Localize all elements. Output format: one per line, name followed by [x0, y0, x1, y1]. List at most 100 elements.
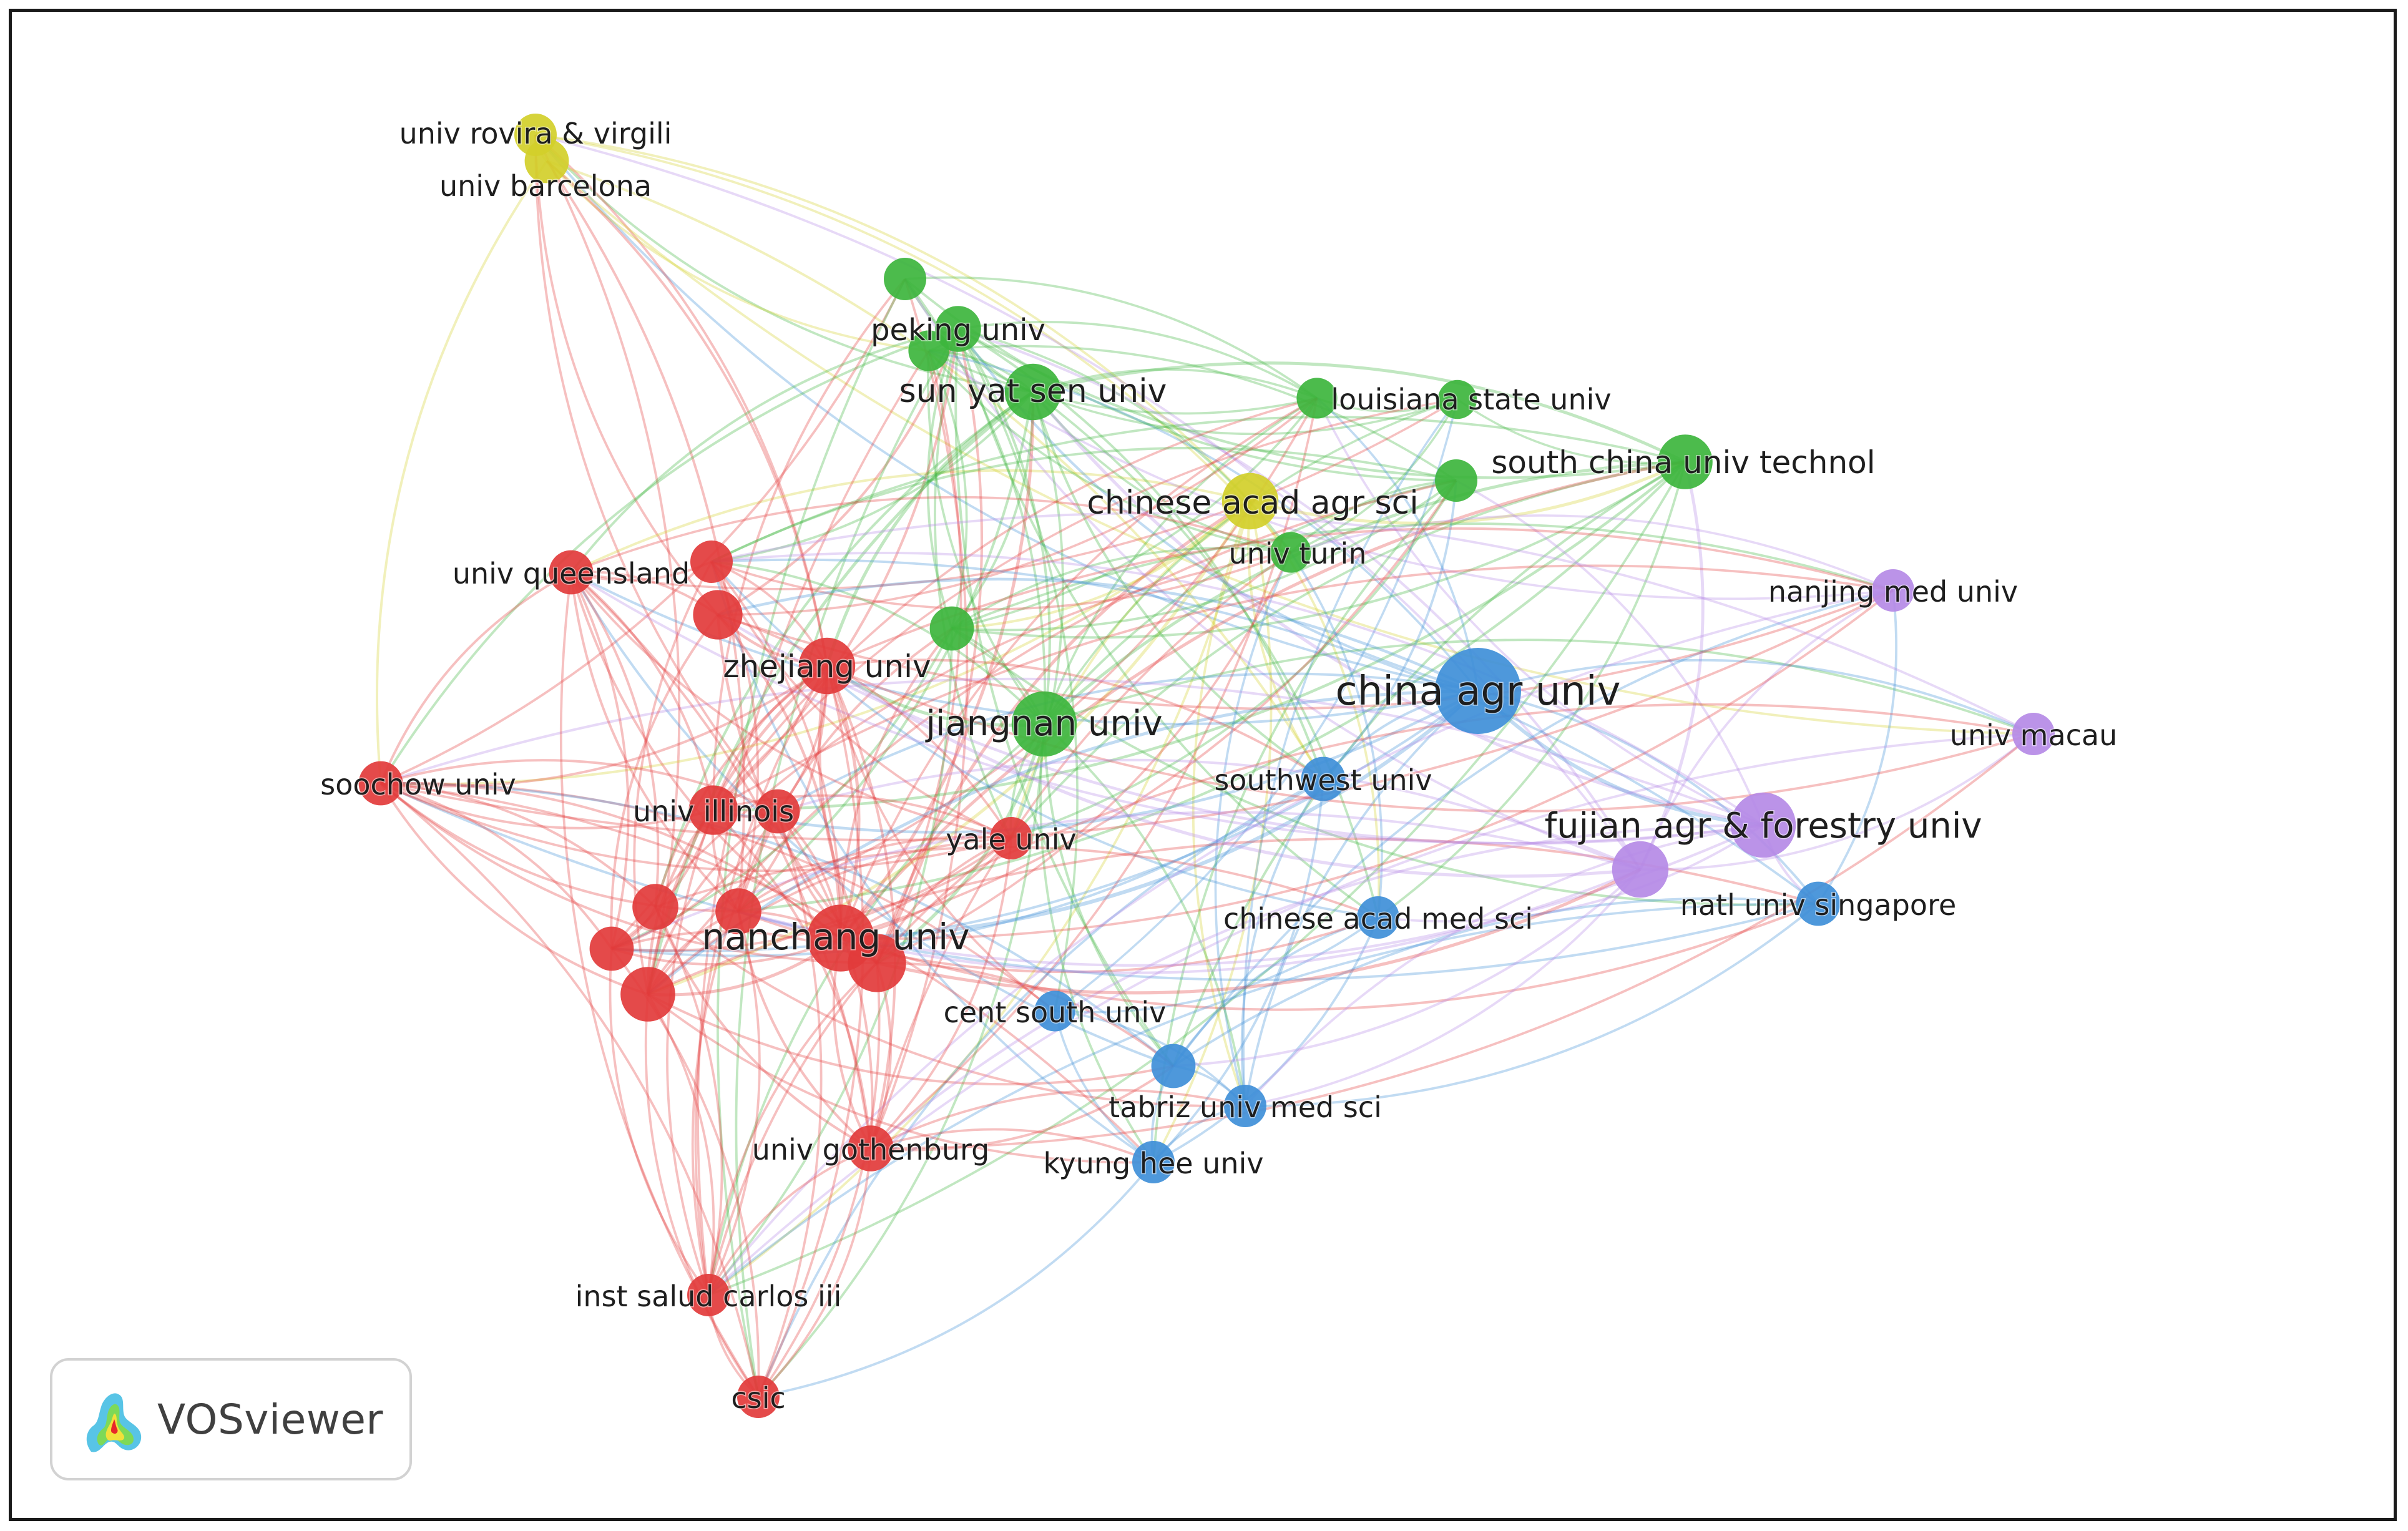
network-link	[758, 1161, 1155, 1398]
network-link	[1043, 723, 1246, 1107]
node-r-q3[interactable]	[693, 590, 743, 640]
network-link	[546, 160, 929, 352]
figure-frame	[9, 9, 2397, 1521]
vosviewer-badge[interactable]: VOSviewer	[50, 1358, 412, 1480]
node-cent-south-univ[interactable]	[1034, 991, 1075, 1032]
network-link	[1247, 501, 1324, 780]
node-natl-univ-singapore[interactable]	[1796, 881, 1841, 926]
network-link	[534, 134, 1034, 393]
network-link	[1010, 500, 1251, 839]
node-g-top[interactable]	[884, 258, 926, 300]
network-link	[711, 391, 1034, 563]
node-china-agr-univ[interactable]	[1435, 648, 1521, 734]
network-link	[647, 837, 1012, 995]
network-link	[1173, 868, 1642, 1067]
network-link	[609, 948, 710, 1296]
network-link	[610, 551, 1291, 950]
node-r-n5[interactable]	[848, 934, 906, 992]
node-univ-barcelona[interactable]	[524, 139, 569, 183]
network-link	[710, 560, 842, 939]
node-r-n1[interactable]	[632, 884, 678, 930]
node-louisiana-state-univ[interactable]	[1296, 378, 1338, 419]
node-peking-univ[interactable]	[935, 306, 981, 352]
label-nanjing-med-univ: nanjing med univ	[1768, 575, 2018, 609]
network-link	[376, 160, 548, 784]
network-link	[380, 500, 1251, 786]
network-link	[737, 391, 1035, 912]
node-g-south2[interactable]	[1435, 459, 1477, 502]
network-link	[379, 782, 878, 964]
network-link	[1456, 479, 1764, 826]
network-link	[717, 614, 1764, 845]
network-link	[570, 571, 715, 811]
node-chinese-acad-agr-sci[interactable]	[1221, 472, 1279, 530]
node-r-n4[interactable]	[620, 967, 675, 1022]
node-inst-salud-carlos-iii[interactable]	[687, 1274, 730, 1316]
network-link	[666, 810, 715, 1296]
network-link	[904, 276, 1318, 399]
node-univ-illinois[interactable]	[688, 785, 738, 835]
node-r-n2[interactable]	[715, 888, 761, 934]
node-sun-yat-sen-univ[interactable]	[1004, 363, 1062, 421]
network-link	[711, 446, 1457, 563]
node-g-peking2[interactable]	[908, 330, 949, 371]
network-link	[826, 665, 1056, 1012]
node-univ-macau[interactable]	[2012, 713, 2055, 755]
network-link	[713, 794, 1012, 839]
node-jiangnan-univ[interactable]	[1011, 691, 1077, 757]
network-link	[546, 160, 746, 912]
node-fujian-agr-forestry-univ[interactable]	[1730, 792, 1796, 858]
network-link	[380, 665, 828, 788]
network-link	[1010, 391, 1064, 839]
network-link	[957, 328, 1686, 479]
network-link	[1245, 868, 1642, 1107]
network-link	[380, 782, 1175, 1067]
network-link	[826, 658, 1324, 780]
network-link	[713, 461, 1686, 812]
network-link	[708, 461, 1686, 1296]
node-g-louisiana2[interactable]	[1437, 379, 1477, 419]
node-southwest-univ[interactable]	[1301, 756, 1346, 801]
network-link	[1010, 461, 1686, 839]
node-soochow-univ[interactable]	[358, 761, 403, 806]
node-r-n3[interactable]	[589, 926, 634, 971]
network-link	[380, 782, 1155, 1163]
network-link	[825, 665, 861, 939]
label-china-agr-univ: china agr univ	[1336, 668, 1621, 715]
node-b-tabriz2[interactable]	[1151, 1044, 1196, 1088]
node-chinese-acad-med-sci[interactable]	[1357, 896, 1399, 939]
network-link	[570, 398, 1458, 590]
network-link	[1214, 552, 1292, 1107]
network-link	[707, 837, 1012, 1296]
network-link	[1011, 480, 1457, 839]
node-p-fujian2[interactable]	[1612, 841, 1669, 898]
node-csic[interactable]	[737, 1376, 780, 1418]
node-yale-univ[interactable]	[990, 817, 1032, 859]
network-link	[647, 500, 1252, 996]
node-nanjing-med-univ[interactable]	[1872, 569, 1914, 612]
network-link	[839, 627, 953, 939]
node-zhejiang-univ[interactable]	[798, 637, 856, 695]
node-univ-gothenburg[interactable]	[848, 1125, 894, 1171]
network-link	[1476, 689, 1764, 827]
network-link	[839, 397, 1318, 939]
network-link	[869, 398, 1318, 1150]
label-univ-illinois: univ illinois	[633, 795, 794, 828]
network-link	[534, 134, 779, 813]
node-g-mid[interactable]	[929, 606, 974, 651]
node-kyung-hee-univ[interactable]	[1132, 1141, 1175, 1183]
node-r-q2[interactable]	[690, 540, 733, 583]
node-south-china-univ-technol[interactable]	[1658, 434, 1713, 489]
network-link	[951, 522, 1894, 630]
node-univ-queensland[interactable]	[549, 550, 594, 595]
node-univ-turin[interactable]	[1270, 532, 1311, 573]
network-link	[1290, 514, 1894, 592]
network-link	[570, 571, 872, 1149]
network-link	[1290, 399, 1459, 554]
network-link	[380, 781, 842, 939]
label-southwest-univ: southwest univ	[1214, 763, 1432, 797]
network-link	[646, 391, 1034, 995]
node-r-ill2[interactable]	[755, 789, 800, 834]
node-tabriz-univ-med-sci[interactable]	[1224, 1085, 1266, 1127]
network-link	[1378, 824, 1764, 923]
